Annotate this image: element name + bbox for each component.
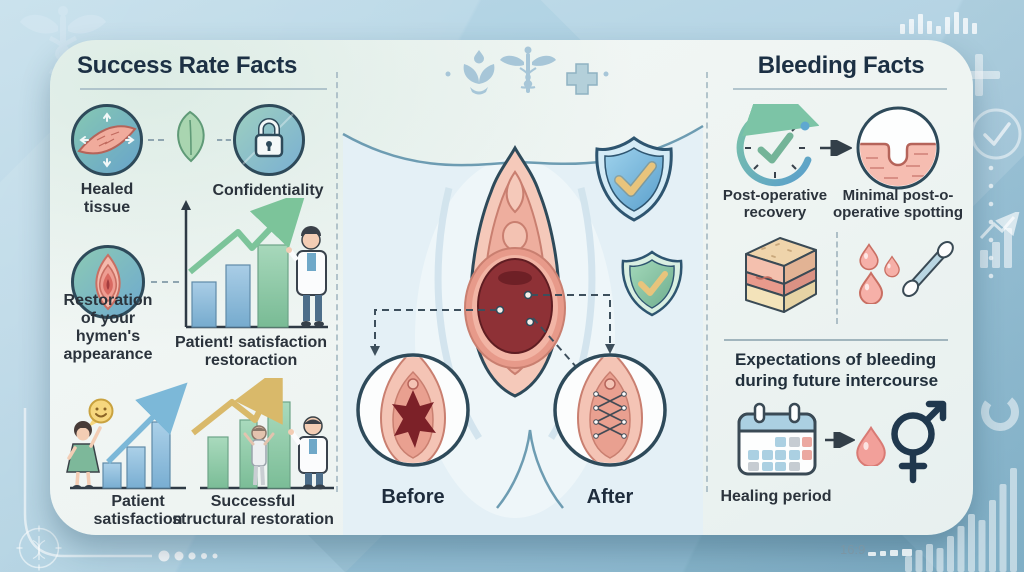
item-divider-dashed [836,232,838,324]
child-icon [243,425,275,486]
bar-chart-icon [900,12,977,34]
arrow-right-icon [820,140,852,156]
section-divider [724,339,948,341]
healed-tissue-icon [71,104,143,176]
calendar-icon [737,402,817,476]
smiley-speech-icon [87,398,114,428]
seedling-icon [463,50,495,95]
satisfaction-restoration-chart [181,198,328,329]
ascending-bars [905,468,1017,572]
lock-icon [233,104,305,176]
satisfaction-charts-scene [66,378,334,490]
connector-dashes [217,139,231,141]
success-panel-title: Success Rate Facts [76,52,298,79]
doctor-icon [286,226,327,327]
dash-marks [868,549,912,556]
blood-drop-icon [856,425,886,466]
anatomy-illustration [342,124,704,535]
before-diagram [356,353,470,467]
connector-dashes [148,139,164,141]
bleeding-title-rule [733,88,947,90]
recovery-clock-icon [736,104,819,187]
medical-header-icons [445,46,609,95]
caduceus-icon [500,46,556,93]
woman-icon [66,421,102,489]
after-label: After [586,486,634,508]
after-diagram [553,353,667,467]
before-label: Before [381,486,445,508]
skin-layers-icon [745,237,817,313]
circle-check-icon [970,108,1022,160]
pagination-dots [23,408,218,562]
arrow-right-icon [825,432,855,448]
tissue-spotting-icon [856,106,940,190]
shield-check-blue-icon [595,136,673,222]
panel-divider [706,72,708,492]
gender-symbol-icon [891,400,947,484]
growth-chart-icon [979,212,1020,268]
cotton-swab-icon [902,241,954,297]
shield-check-green-icon [621,250,683,317]
panel-divider [336,72,338,492]
minimal-spotting-label: Minimal post-o-operative spotting [832,187,963,221]
doctor-icon [288,416,328,490]
hymen-icon [71,245,145,319]
bleeding-panel-title: Bleeding Facts [757,52,925,79]
connector-dashes [151,281,179,283]
healing-period-label: Healing period [720,488,832,505]
blood-drops-icon [858,243,900,304]
aspect-ratio-watermark: 16:9 [840,542,866,557]
medical-cross-icon [566,63,598,95]
confidentiality-label: Confidentiality [212,182,324,199]
donut-chart-icon [981,393,1019,431]
success-title-rule [80,88,327,90]
vulva-diagram [464,144,566,398]
leaf-icon [177,110,205,163]
